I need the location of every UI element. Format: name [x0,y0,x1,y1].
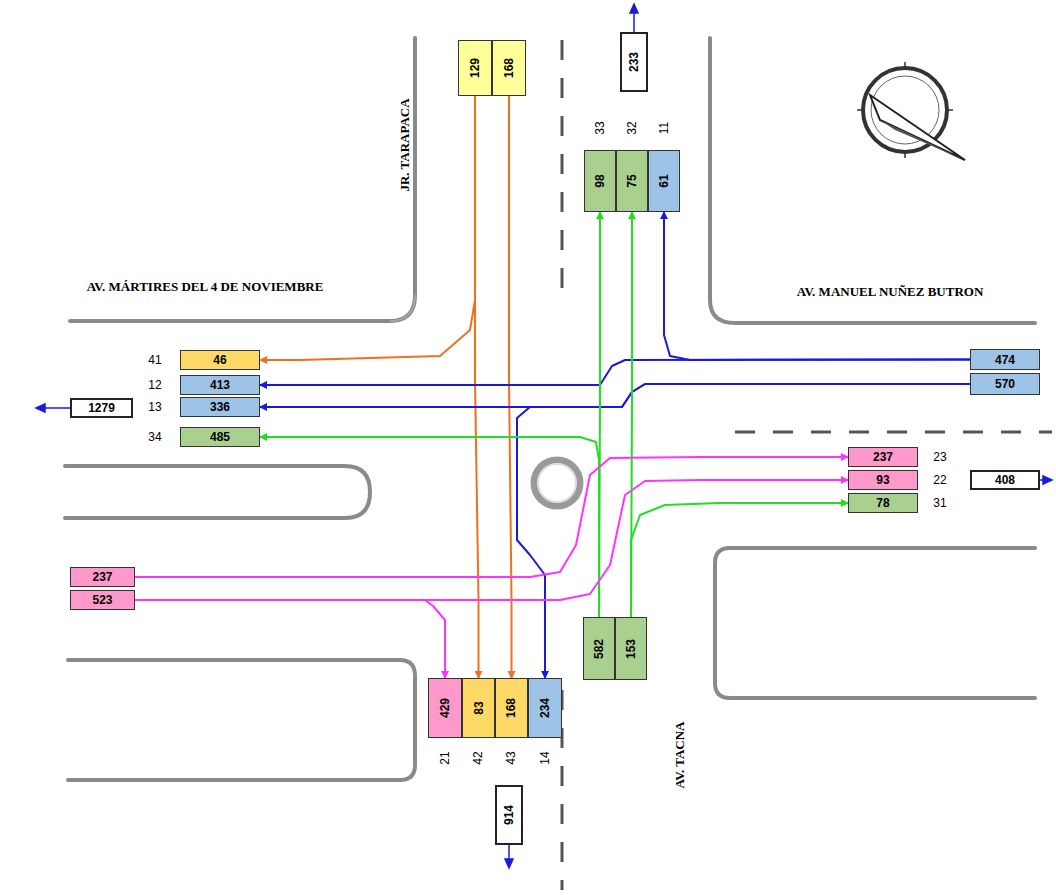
compass [857,62,965,160]
street-name: AV. MANUEL NUÑEZ BUTRON [797,284,984,300]
flow-arrow [135,480,848,600]
center-dash [561,40,564,290]
movement-code: 34 [148,430,161,444]
movement-code: 22 [933,473,946,487]
road-edge-inner [390,295,415,321]
movement-code: 23 [933,450,946,464]
flow-arrow [260,360,970,386]
volume-box: 129 [458,40,492,96]
volume-box: 413 [180,375,260,395]
street-name: AV. MÁRTIRES DEL 4 DE NOVIEMBRE [87,279,324,295]
roundabout [534,460,580,506]
total-box: 1279 [70,398,133,418]
volume-number: 336 [210,400,230,414]
movement-code: 41 [148,353,161,367]
median-island [68,660,415,780]
median-island [65,466,370,518]
flow-arrow [260,437,599,617]
volume-number: 474 [995,353,1015,367]
flow-arrow [260,384,970,407]
roundabout [538,464,576,502]
total-arrow [633,12,635,32]
movement-code: 32 [625,121,639,134]
movement-code: 14 [538,751,552,764]
volume-box: 61 [648,150,680,212]
flow-arrow [475,96,479,678]
movement-code: 33 [593,121,607,134]
volume-box: 153 [615,617,647,680]
volume-number: 570 [995,377,1015,391]
volume-number: 237 [873,450,893,464]
volume-number: 523 [92,593,112,607]
volume-number: 75 [625,174,639,187]
volume-number: 168 [505,698,519,718]
volume-box: 474 [970,349,1040,370]
road-edge [710,38,1035,323]
total-arrow [508,845,510,860]
movement-code: 21 [438,751,452,764]
volume-box: 168 [495,678,528,738]
movement-code: 12 [148,378,161,392]
volume-number: 46 [213,353,226,367]
volume-number: 129 [468,58,482,78]
volume-number: 1279 [88,401,115,415]
volume-box: 93 [848,470,918,490]
volume-number: 582 [592,638,606,658]
volume-box: 75 [616,150,648,212]
street-name: JR. TARAPACA [397,98,413,191]
volume-number: 413 [210,378,230,392]
volume-box: 98 [584,150,616,212]
volume-box: 78 [848,493,918,513]
flow-arrow [509,96,512,678]
flow-arrow [260,96,475,360]
volume-number: 429 [438,698,452,718]
volume-box: 237 [70,567,135,587]
total-box: 233 [620,32,648,92]
volume-number: 237 [92,570,112,584]
volume-box: 46 [180,350,260,370]
volume-number: 168 [502,58,516,78]
volume-box: 523 [70,590,135,610]
road-edge [70,38,415,321]
movement-code: 43 [504,751,518,764]
flow-arrow [631,503,848,617]
volume-number: 485 [210,430,230,444]
flow-arrow [135,600,445,678]
volume-box: 485 [180,427,260,447]
total-arrow [44,407,70,409]
volume-number: 78 [876,496,889,510]
street-name: AV. TACNA [672,722,688,789]
volume-box: 83 [462,678,495,738]
total-box: 914 [495,785,523,845]
volume-number: 234 [538,698,552,718]
total-box: 408 [970,470,1040,490]
volume-number: 408 [995,473,1015,487]
volume-box: 237 [848,447,918,467]
volume-box: 582 [583,617,615,680]
movement-code: 31 [933,496,946,510]
movement-code: 42 [471,751,485,764]
volume-box: 429 [428,678,462,738]
volume-box: 336 [180,397,260,417]
volume-number: 233 [627,52,641,72]
volume-box: 168 [492,40,526,96]
volume-number: 153 [624,638,638,658]
volume-number: 83 [471,701,485,714]
flow-arrow [135,457,848,577]
volume-number: 914 [502,805,516,825]
volume-number: 61 [657,174,671,187]
volume-box: 234 [528,678,562,738]
movement-code: 11 [657,122,671,134]
center-dash [735,431,1052,434]
volume-box: 570 [970,373,1040,395]
volume-number: 98 [593,174,607,187]
median-island [715,548,1035,698]
movement-code: 13 [148,400,161,414]
volume-number: 93 [876,473,889,487]
